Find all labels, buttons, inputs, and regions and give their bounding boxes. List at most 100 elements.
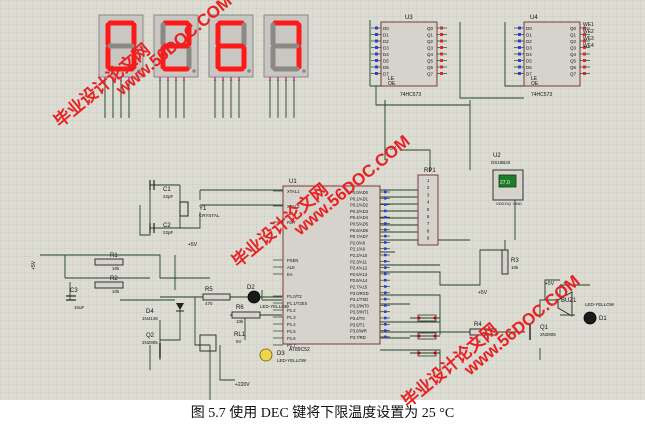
u1-ref: U1: [289, 179, 297, 185]
u1-pin-right: P3.6/WR: [350, 329, 367, 334]
buzzer-buz1: BUZ1: [557, 291, 577, 317]
c1-ref: C1: [163, 187, 171, 193]
u4-le-label: LE: [531, 76, 538, 82]
crystal-y1: Y1 CRYSTAL: [179, 201, 220, 218]
u1-pin-right: P2.6/A14: [350, 278, 368, 283]
seven-segment-display: [98, 14, 309, 81]
d2-value: LED-YELLOW: [260, 304, 290, 309]
u1-pin-left: P1.5: [287, 329, 296, 334]
u1-pin-left: XTAL2: [287, 204, 300, 209]
diode-d4: D4 1N4148: [142, 303, 184, 321]
u3-pin-d4: D4: [383, 52, 389, 57]
vcc-label-left: +5V: [188, 242, 198, 248]
resistor-r3: R3 10k: [501, 249, 519, 275]
u1-pin-right: P3.0/RXD: [350, 291, 369, 296]
capacitor-c1: C1 22pF: [149, 180, 174, 199]
u2-reading: 27.0: [500, 180, 510, 186]
c2-value: 22pF: [163, 230, 174, 235]
rl1-value: 5V: [236, 339, 242, 344]
y1-value: CRYSTAL: [199, 213, 220, 218]
rp1-pin: 3: [427, 192, 430, 197]
u1-pin-right: P0.7/AD7: [350, 234, 369, 239]
vcc-label-r3: +5V: [478, 290, 488, 296]
u3-part: 74HC573: [400, 92, 421, 98]
u3-ref: U3: [405, 15, 413, 21]
u4-net-we1: WE1: [583, 22, 594, 28]
u4-pin-d4: D4: [526, 52, 532, 57]
u3-pin-d6: D6: [383, 65, 389, 70]
u2-pin-dq: DQ: [505, 201, 511, 206]
u3-pin-q2: Q2: [427, 39, 434, 44]
rp1-ref: RP1: [424, 168, 436, 174]
d4-value: 1N4148: [142, 316, 158, 321]
transistor-q1: Q1 2N2905: [529, 325, 556, 340]
u1-pin-right: P2.7/A15: [350, 285, 368, 290]
u4-ref: U4: [530, 15, 538, 21]
u4-pin-d3: D3: [526, 46, 532, 51]
u1-pin-right: P0.5/AD5: [350, 222, 369, 227]
u3-pin-d5: D5: [383, 59, 389, 64]
u1-pin-right: P3.1/TXD: [350, 297, 368, 302]
r4-value: 1k: [476, 339, 482, 344]
u1-pin-left: P1.7: [287, 343, 296, 348]
sensor-u2: 27.0 U2 DS18B20 VDD DQ GND: [491, 153, 524, 206]
u3-pin-q1: Q1: [427, 33, 434, 38]
u1-pin-right: P3.4/T0: [350, 316, 365, 321]
rp1-pin: 9: [427, 236, 430, 241]
u1-pin-right: P0.3/AD3: [350, 209, 369, 214]
u1-pin-right: P2.3/A11: [350, 259, 368, 264]
r1-value: 10k: [112, 266, 120, 271]
u2-part: DS18B20: [491, 160, 511, 165]
rp1-pin: 1: [427, 178, 430, 183]
rp1-pin: 4: [427, 200, 430, 205]
capacitor-c3: C3 10uF: [66, 288, 85, 310]
u4-net-we4: WE4: [583, 43, 594, 49]
u3-pin-q4: Q4: [427, 52, 434, 57]
d2-ref: D2: [247, 285, 255, 291]
led-d3: D3 LED-YELLOW: [259, 348, 307, 363]
resistor-r2: R2 10k: [94, 276, 124, 294]
u1-pin-right: P0.0/AD0: [350, 190, 369, 195]
r3-value: 10k: [511, 265, 519, 270]
c3-ref: C3: [70, 288, 78, 294]
u1-pin-right: P3.2/INT0: [350, 303, 370, 308]
u1-pin-right: P0.2/AD2: [350, 203, 369, 208]
u1-pin-left: PSEN: [287, 258, 298, 263]
u3-pin-q7: Q7: [427, 72, 434, 77]
rp1-pin: 7: [427, 221, 430, 226]
u1-pin-right: P3.7/RD: [350, 335, 366, 340]
u1-pin-right: P3.3/INT1: [350, 310, 370, 315]
u3-pin-d3: D3: [383, 46, 389, 51]
u1-pin-right: P2.2/A10: [350, 253, 368, 258]
resistor-r6: R6 10k: [231, 305, 261, 324]
display-digit-2: [208, 14, 254, 81]
u1-pin-left: RST: [287, 220, 296, 225]
u1-pin-left: EA: [287, 272, 293, 277]
u1-pin-right: P3.5/T1: [350, 322, 365, 327]
u1-pin-left: ALE: [287, 265, 295, 270]
q2-value: 2N2905: [142, 340, 158, 345]
q2-ref: Q2: [146, 333, 155, 339]
d3-value: LED-YELLOW: [277, 358, 307, 363]
transistor-q2: Q2 2N2905: [142, 333, 161, 358]
d4-ref: D4: [146, 309, 154, 315]
u1-pin-left: P1.3: [287, 315, 296, 320]
u1-pin-left: P1.4: [287, 322, 296, 327]
u4-pin-d0: D0: [526, 26, 532, 31]
c1-value: 22pF: [163, 194, 174, 199]
u2-pin-gnd: GND: [513, 201, 522, 206]
u3-pin-q3: Q3: [427, 46, 434, 51]
push-buttons: [417, 314, 437, 357]
led-d2: D2 LED-YELLOW: [247, 285, 290, 309]
relay-rl1: RL1 5V: [199, 332, 246, 352]
u1-pin-left: P1.6: [287, 336, 296, 341]
u1-pin-right: P0.1/AD1: [350, 196, 369, 201]
u4-pin-q6: Q6: [570, 65, 577, 70]
u4-pin-q5: Q5: [570, 59, 577, 64]
u4-pin-d2: D2: [526, 39, 532, 44]
